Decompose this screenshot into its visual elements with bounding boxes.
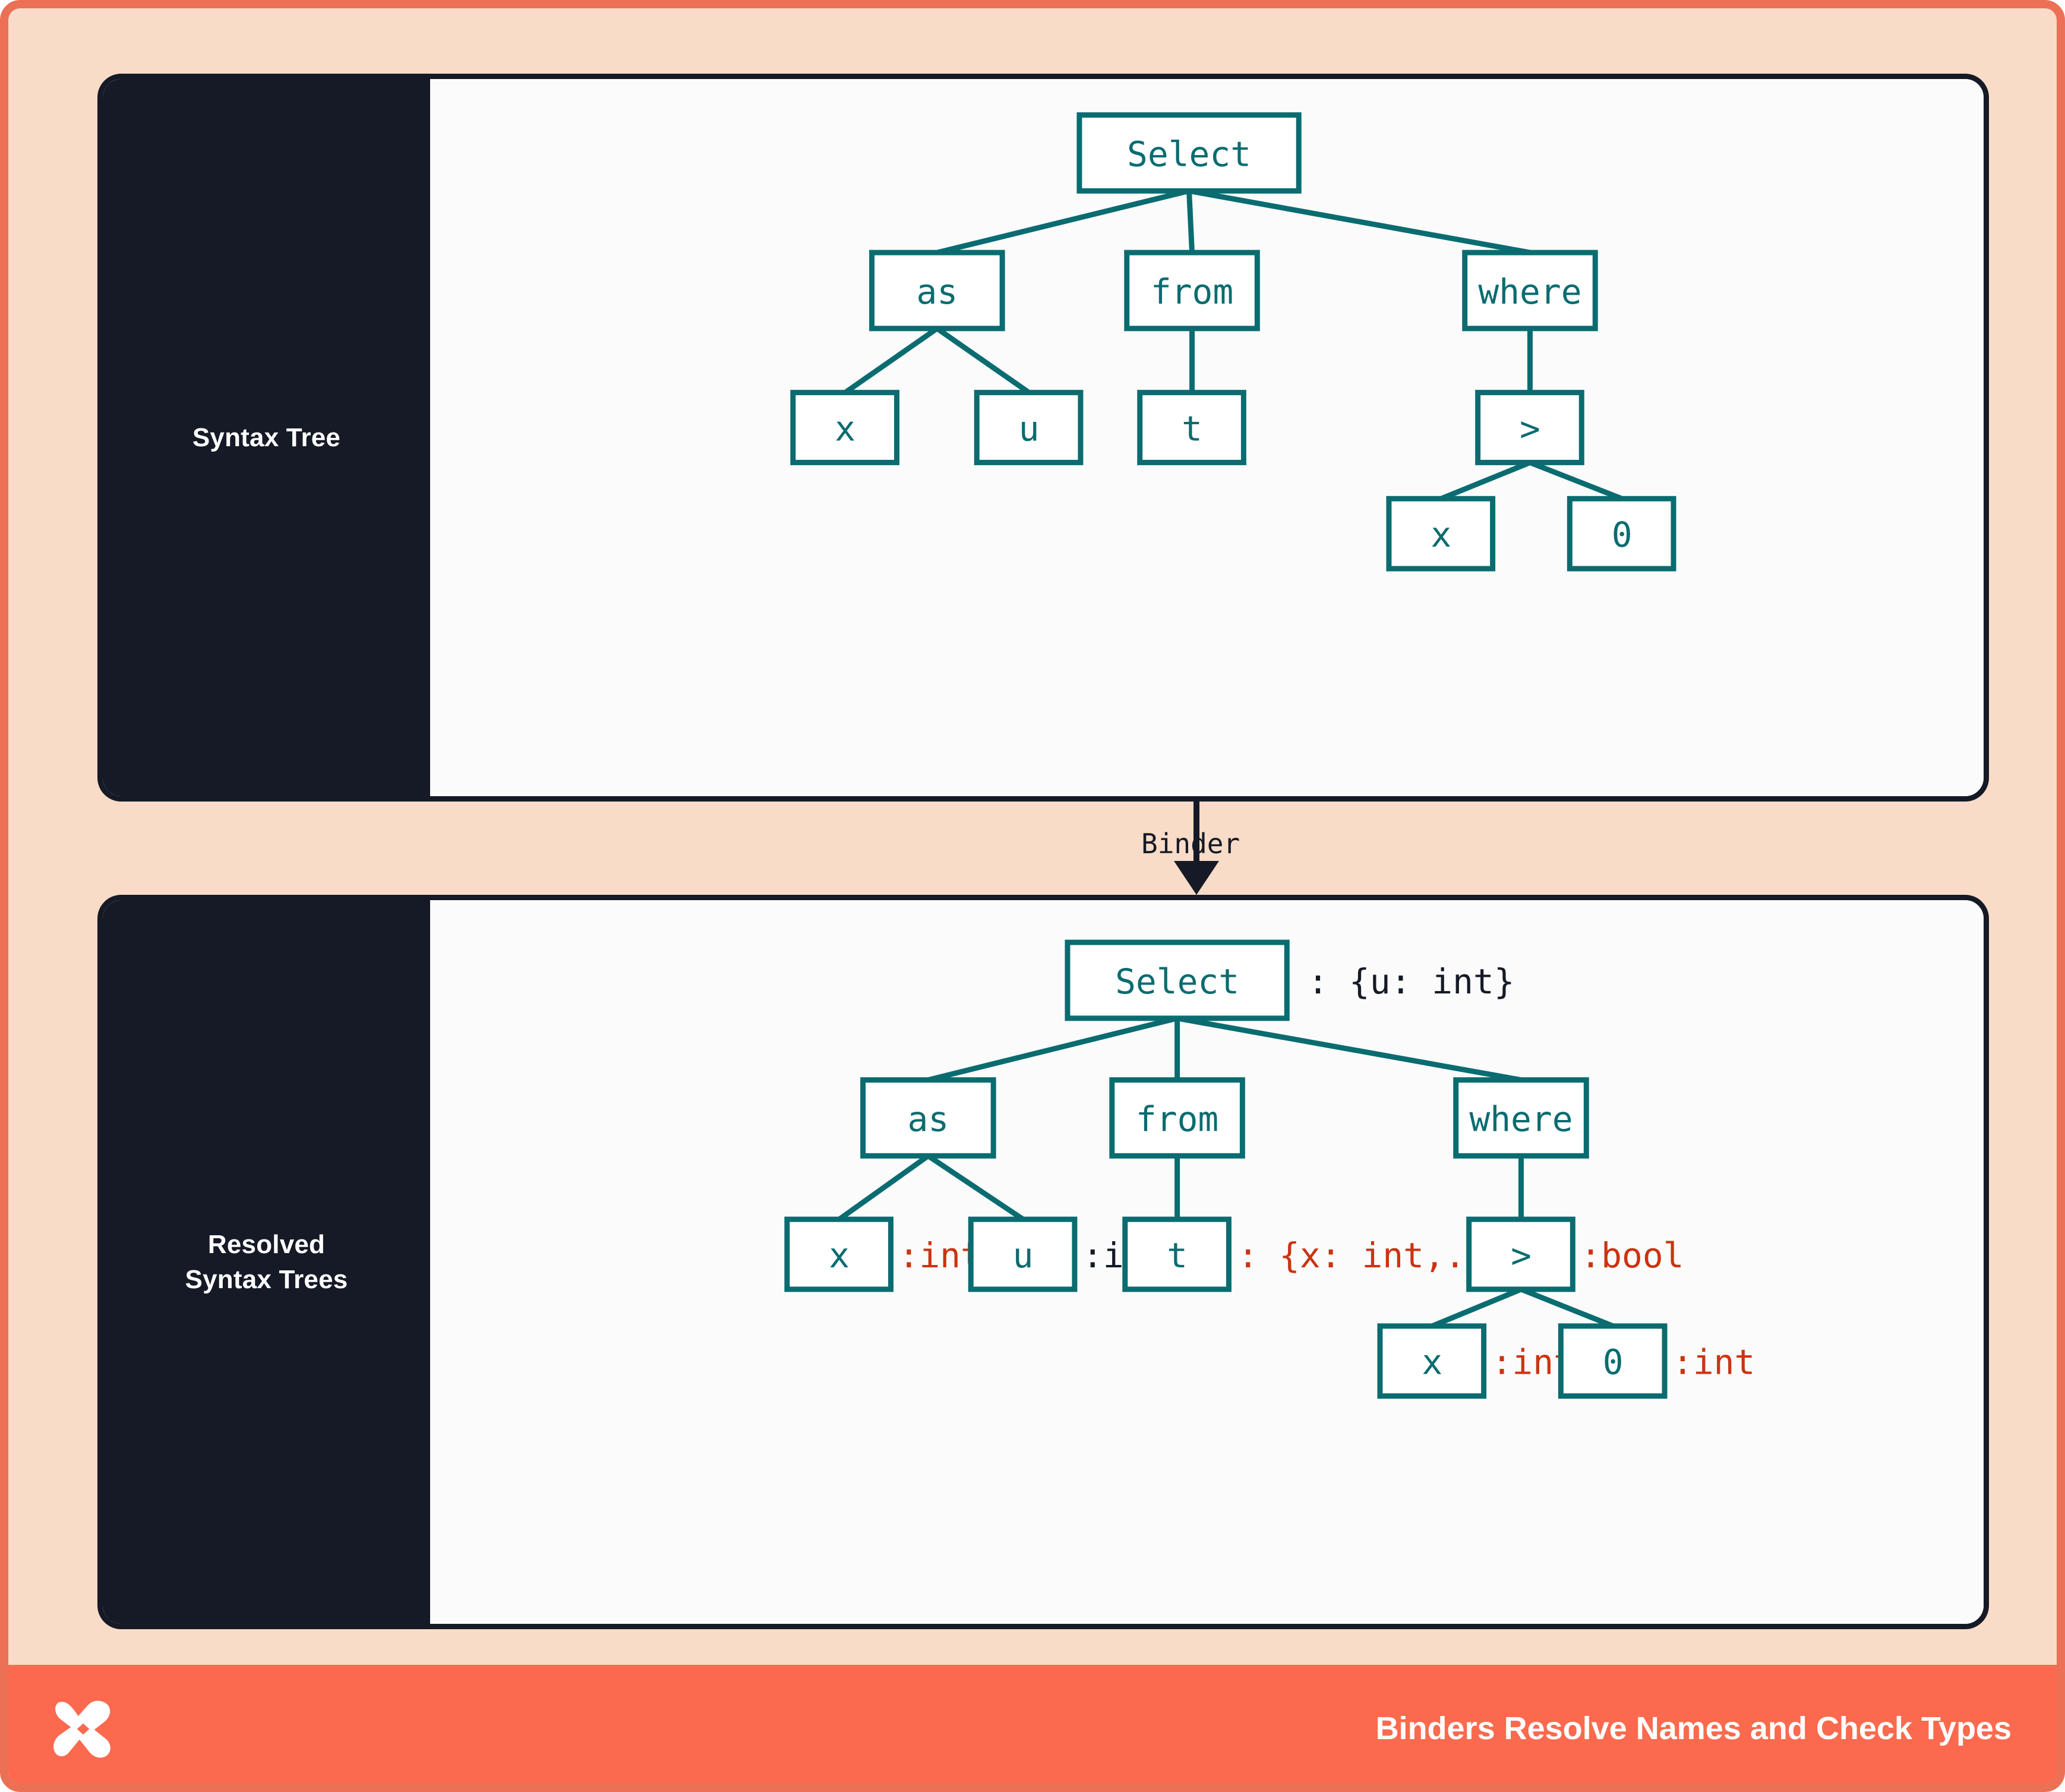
node-gt-x[interactable]: x	[1386, 496, 1496, 572]
edge-gt-x	[1431, 1286, 1523, 1329]
svg-text:u: u	[1013, 1235, 1034, 1276]
svg-text:where: where	[1469, 1099, 1573, 1139]
svg-text:as: as	[917, 272, 958, 312]
svg-text:x: x	[1431, 515, 1451, 555]
edge-as-x	[838, 1153, 930, 1222]
panel-label-text-line2: Syntax Trees	[185, 1265, 348, 1294]
node-as-u[interactable]: u	[974, 390, 1084, 465]
node-greater-than[interactable]: >	[1466, 1216, 1575, 1292]
node-gt-zero[interactable]: 0	[1567, 496, 1676, 572]
syntax-tree-graphic: Select as from where	[790, 112, 1676, 572]
annotation-select: : {u: int}	[1308, 961, 1514, 1002]
resolved-syntax-tree-graphic: Select : {u: int} as from where	[784, 939, 1755, 1399]
node-as[interactable]: as	[869, 250, 1005, 332]
node-from[interactable]: from	[1124, 250, 1260, 332]
node-where[interactable]: where	[1453, 1077, 1589, 1159]
node-as-x[interactable]: x	[784, 1216, 894, 1292]
node-gt-x[interactable]: x	[1377, 1323, 1487, 1399]
edge-as-u	[935, 326, 1031, 395]
annotation-as-x: :int	[898, 1235, 981, 1276]
annotation-greater-than: :bool	[1580, 1235, 1684, 1276]
binder-arrow-icon	[1174, 802, 1219, 895]
node-as[interactable]: as	[860, 1077, 996, 1159]
binder-transition: Binder	[97, 802, 1989, 895]
tree-edges	[844, 188, 1623, 501]
edge-gt-x	[1440, 460, 1532, 501]
node-select[interactable]: Select	[1076, 112, 1302, 194]
syntax-tree-canvas: Select as from where	[430, 79, 1984, 796]
tree-nodes: Select : {u: int} as from where	[784, 939, 1755, 1399]
svg-text:t: t	[1182, 409, 1202, 449]
footer-bar: Binders Resolve Names and Check Types	[8, 1665, 2057, 1784]
node-select[interactable]: Select	[1065, 939, 1290, 1021]
edge-select-as	[936, 188, 1190, 255]
svg-text:x: x	[1422, 1342, 1442, 1383]
node-from-t[interactable]: t	[1137, 390, 1246, 465]
panel-label-text: Syntax Tree	[192, 422, 341, 452]
annotation-gt-zero: :int	[1672, 1342, 1755, 1383]
resolved-syntax-tree-panel: Resolved Syntax Trees	[97, 895, 1989, 1629]
svg-text:u: u	[1019, 409, 1040, 449]
node-from-t[interactable]: t	[1122, 1216, 1232, 1292]
svg-text:>: >	[1520, 409, 1540, 449]
edge-as-x	[844, 326, 939, 395]
svg-text:t: t	[1167, 1235, 1188, 1276]
node-gt-zero[interactable]: 0	[1558, 1323, 1668, 1399]
node-as-u[interactable]: u	[968, 1216, 1078, 1292]
edge-gt-0	[1529, 460, 1623, 501]
node-greater-than[interactable]: >	[1475, 390, 1584, 465]
edge-as-u	[926, 1153, 1025, 1222]
svg-text:0: 0	[1603, 1342, 1624, 1383]
binder-label: Binder	[1141, 828, 1240, 860]
footer-caption: Binders Resolve Names and Check Types	[1375, 1711, 2012, 1746]
edge-select-where	[1176, 1015, 1522, 1083]
svg-text:where: where	[1478, 272, 1581, 312]
syntax-tree-panel: Syntax Tree Select	[97, 74, 1989, 802]
edge-select-as	[927, 1015, 1178, 1083]
svg-text:0: 0	[1612, 515, 1633, 555]
svg-text:>: >	[1511, 1235, 1532, 1276]
svg-text:x: x	[835, 409, 855, 449]
edge-select-where	[1188, 188, 1531, 255]
node-as-x[interactable]: x	[790, 390, 899, 465]
tree-edges	[838, 1015, 1614, 1329]
panel-label-text-line1: Resolved	[207, 1229, 326, 1259]
node-from[interactable]: from	[1109, 1077, 1245, 1159]
edge-select-from	[1186, 191, 1195, 253]
tree-nodes: Select as from where	[790, 112, 1676, 572]
svg-text:from: from	[1151, 272, 1233, 312]
edge-gt-0	[1520, 1286, 1614, 1329]
svg-text:Select: Select	[1115, 961, 1239, 1002]
resolved-syntax-tree-canvas: Select : {u: int} as from where	[430, 900, 1984, 1624]
svg-text:as: as	[908, 1099, 949, 1139]
panel-label-resolved-syntax-trees: Resolved Syntax Trees	[103, 900, 430, 1624]
svg-text:x: x	[829, 1235, 850, 1276]
svg-text:Select: Select	[1127, 134, 1251, 174]
panel-label-syntax-tree: Syntax Tree	[103, 79, 430, 796]
svg-text:from: from	[1136, 1099, 1218, 1139]
butterfly-x-logo-icon	[53, 1700, 110, 1758]
node-where[interactable]: where	[1462, 250, 1598, 332]
